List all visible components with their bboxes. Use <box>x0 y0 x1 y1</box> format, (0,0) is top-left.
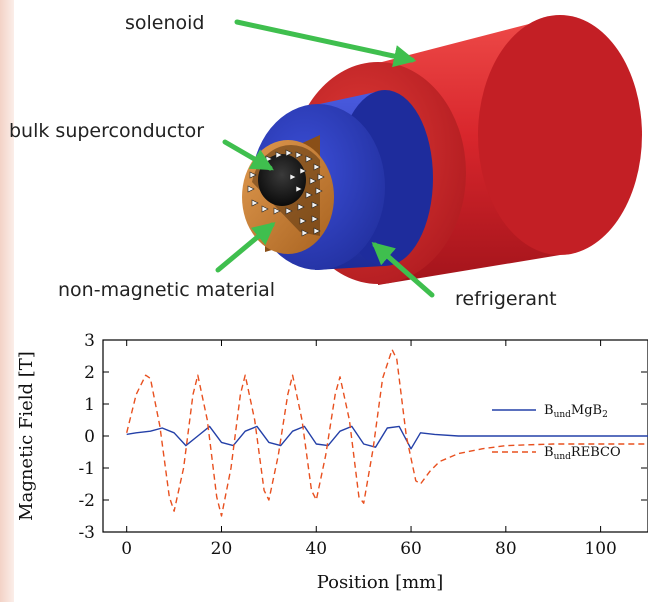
series-line-rebco <box>126 348 648 517</box>
x-tick-label: 20 <box>211 539 233 559</box>
field-chart: -3 -2 -1 0 1 2 3 0 20 40 60 80 100 Magnetic Field [… <box>16 331 648 593</box>
x-axis-label: Position [mm] <box>317 572 444 593</box>
y-tick-label: -1 <box>78 459 95 479</box>
legend: BundMgB2 BundREBCO <box>492 403 621 462</box>
background-edge <box>0 0 14 602</box>
series-line-mgb2 <box>126 425 648 450</box>
y-tick-label: 2 <box>84 363 95 383</box>
solenoid-label: solenoid <box>125 12 205 34</box>
x-tick-label: 80 <box>495 539 517 559</box>
y-tick-label: -2 <box>78 491 95 511</box>
solenoid-pointer-arrow <box>234 19 417 68</box>
bulk-superconductor-label: bulk superconductor <box>9 120 204 142</box>
non-magnetic-material-label: non-magnetic material <box>58 279 275 301</box>
x-tick-label: 0 <box>121 539 132 559</box>
legend-label-mgb2: BundMgB2 <box>544 403 608 420</box>
x-tick-label: 100 <box>584 539 616 559</box>
refrigerant-label: refrigerant <box>455 288 557 310</box>
x-axis-ticks: 0 20 40 60 80 100 <box>121 340 617 559</box>
y-axis-label: Magnetic Field [T] <box>16 351 37 521</box>
series-layer <box>126 348 648 517</box>
y-axis-ticks: -3 -2 -1 0 1 2 3 <box>78 331 647 543</box>
x-tick-label: 40 <box>305 539 327 559</box>
bore-hole <box>258 154 306 206</box>
x-tick-label: 60 <box>400 539 422 559</box>
y-tick-label: -3 <box>78 523 95 543</box>
refrigerant-pointer-arrow <box>371 242 435 298</box>
bulk-pointer-arrow <box>222 139 274 171</box>
y-tick-label: 1 <box>84 395 95 415</box>
legend-label-rebco: BundREBCO <box>544 445 621 462</box>
y-tick-label: 3 <box>84 331 95 351</box>
y-tick-label: 0 <box>84 427 95 447</box>
pointer-arrows <box>215 19 435 298</box>
nonmag-pointer-arrow <box>215 222 276 273</box>
